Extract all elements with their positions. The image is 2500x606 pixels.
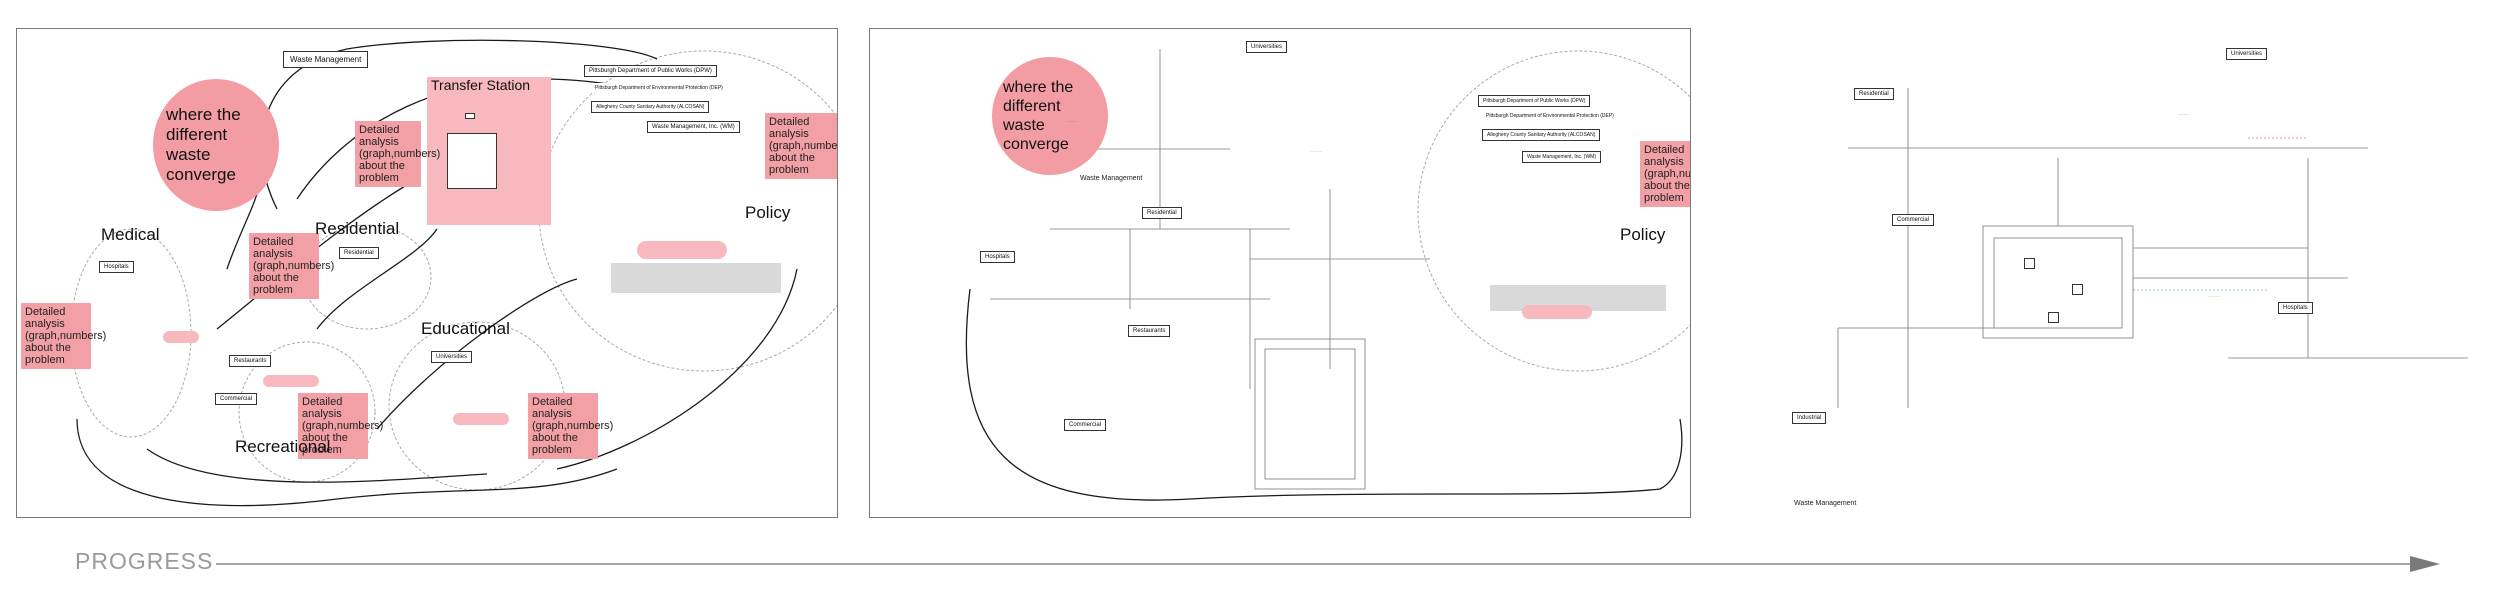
medical-pink-pill <box>163 331 199 343</box>
acsa-box: Allegheny County Sanitary Authority (ALC… <box>591 101 710 113</box>
analysis-note-3: Detailed analysis (graph,numbers) about … <box>21 303 106 369</box>
industrial-box-3: Industrial <box>1792 412 1827 424</box>
analysis-note-6: Detailed analysis (graph,numbers) about … <box>765 113 837 179</box>
dep-text-2: Pittsburgh Department of Environmental P… <box>1482 111 1618 121</box>
red-note-3: ········· <box>2178 112 2190 117</box>
policy-pink-pill <box>637 241 727 259</box>
analysis-note-4: Detailed analysis (graph,numbers) about … <box>298 393 383 459</box>
converge-label: where the different waste converge <box>166 105 241 184</box>
connector-lines-3 <box>1837 88 2468 408</box>
transfer-station-label: Transfer Station <box>431 77 531 93</box>
analysis-note-1: Detailed analysis (graph,numbers) about … <box>355 121 440 187</box>
residential-box: Residential <box>339 247 379 259</box>
wm-box-2: Waste Management, Inc. (WM) <box>1522 151 1601 163</box>
analysis-note-5: Detailed analysis (graph,numbers) about … <box>528 393 613 459</box>
center-node-2 <box>2072 284 2084 295</box>
dpw-box: Pittsburgh Department of Public Works (D… <box>584 65 717 77</box>
universities-box-3: Universities <box>2226 48 2268 60</box>
recreational-label: Recreational <box>235 437 331 456</box>
hospitals-box-2: Hospitals <box>980 251 1015 263</box>
hospitals-box-3: Hospitals <box>2278 302 2313 314</box>
converge-label-2: where the different waste converge <box>1003 79 1074 153</box>
residential-box-2: Residential <box>1142 207 1182 219</box>
residential-label: Residential <box>315 219 400 238</box>
center-node-3 <box>2048 312 2060 323</box>
recreational-pink-pill <box>263 375 319 387</box>
green-note-3: ········· <box>2208 294 2220 299</box>
restaurants-box-2: Restaurants <box>1128 325 1171 337</box>
universities-box: Universities <box>431 351 473 363</box>
analysis-note-p2: Detailed analysis (graph,numbers) about … <box>1640 141 1690 207</box>
educational-label: Educational <box>421 319 510 338</box>
diagram-panel-1: Waste Management where the different was… <box>16 28 838 518</box>
universities-box-2: Universities <box>1246 41 1288 53</box>
restaurants-box: Restaurants <box>229 355 272 367</box>
medical-label: Medical <box>101 225 160 244</box>
converge-circle-2: where the different waste converge <box>992 57 1108 175</box>
policy-label: Policy <box>745 203 791 222</box>
converge-circle: where the different waste converge <box>153 79 279 211</box>
panel2-title: Waste Management <box>1080 175 1143 182</box>
hospitals-box: Hospitals <box>99 261 134 273</box>
commercial-box: Commercial <box>215 393 258 405</box>
analysis-note-2: Detailed analysis (graph,numbers) about … <box>249 233 334 299</box>
waste-management-title: Waste Management <box>283 51 369 68</box>
educational-pink-pill <box>453 413 509 425</box>
policy-pink-pill-2 <box>1522 305 1592 319</box>
dep-text: Pittsburgh Department of Environmental P… <box>591 83 727 93</box>
commercial-box-2: Commercial <box>1064 419 1107 431</box>
policy-label-2: Policy <box>1620 225 1666 244</box>
progress-label: PROGRESS <box>75 548 214 574</box>
wm-box: Waste Management, Inc. (WM) <box>647 121 740 133</box>
red-note-1: ········· <box>1066 119 1078 124</box>
acsa-box-2: Allegheny County Sanitary Authority (ALC… <box>1482 129 1601 141</box>
policy-gray-band <box>611 263 781 293</box>
commercial-box-3: Commercial <box>1892 214 1935 226</box>
transfer-node-2 <box>447 133 497 189</box>
residential-box-3: Residential <box>1854 88 1894 100</box>
panel3-title: Waste Management <box>1794 500 1857 507</box>
dpw-box-2: Pittsburgh Department of Public Works (D… <box>1478 95 1591 107</box>
transfer-node-1 <box>465 113 475 119</box>
diagram-panel-3: Universities Residential Commercial Hosp… <box>1748 28 2478 516</box>
green-note-1: ········· <box>1310 149 1322 154</box>
diagram-panel-2: where the different waste converge Waste… <box>869 28 1691 518</box>
connector-lines-2 <box>965 49 1690 501</box>
center-node-1 <box>2024 258 2036 269</box>
